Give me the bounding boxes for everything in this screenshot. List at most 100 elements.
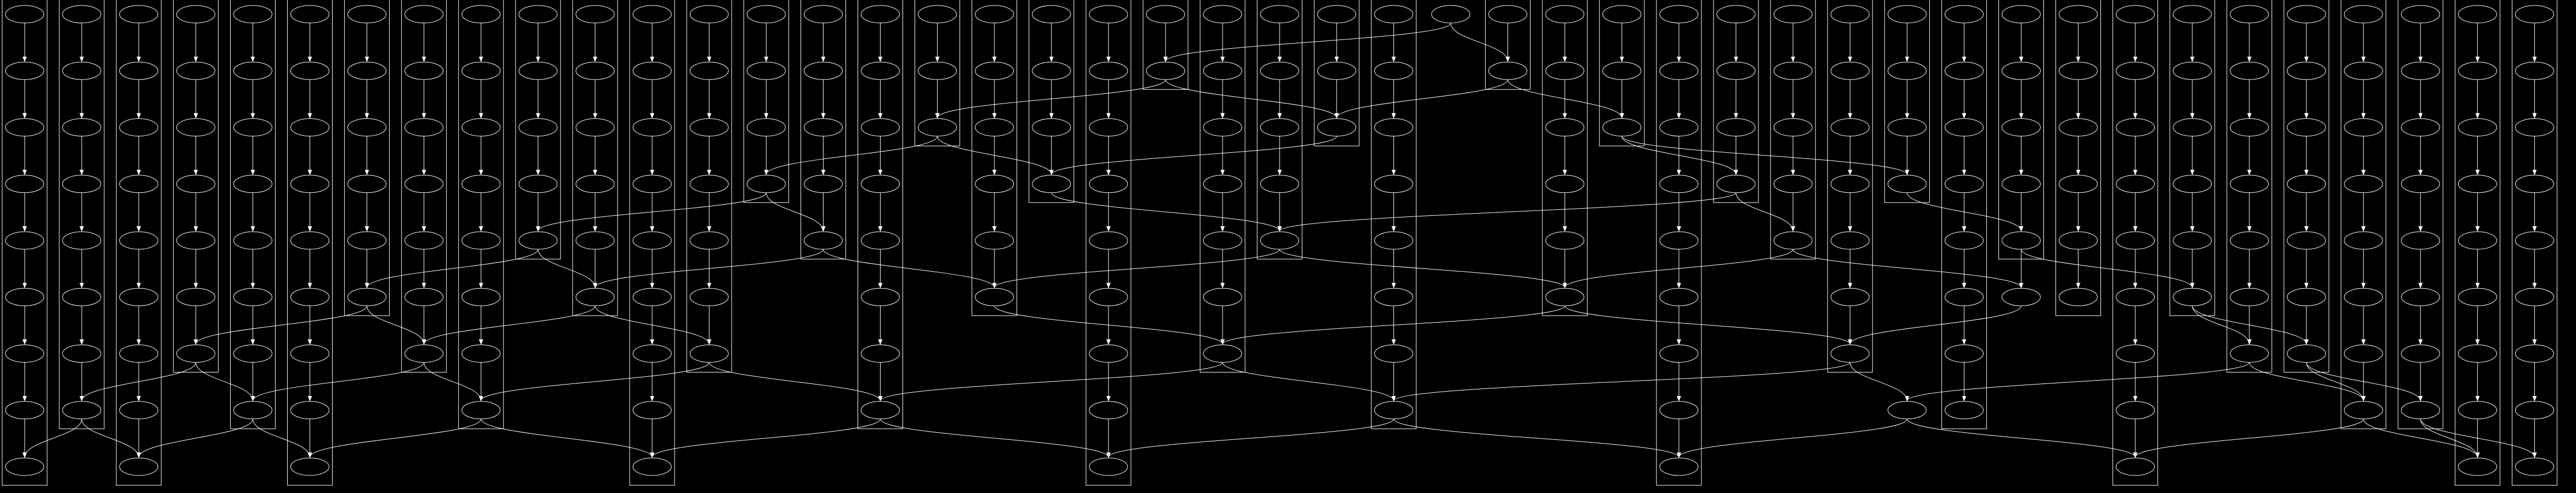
graph-node [1374, 345, 1413, 363]
graph-node [1545, 118, 1585, 136]
graph-node [689, 175, 729, 193]
graph-node [5, 175, 44, 193]
graph-edge [424, 362, 483, 402]
graph-edge [136, 419, 253, 458]
graph-node [2515, 175, 2554, 193]
graph-edge [1792, 249, 2024, 289]
graph-node [632, 231, 672, 250]
graph-node [632, 345, 672, 363]
cluster-box [2454, 0, 2500, 486]
graph-node [1602, 61, 1642, 80]
graph-node [176, 5, 215, 24]
graph-node [2002, 231, 2041, 250]
graph-node [2173, 118, 2212, 136]
graph-node [1659, 401, 1699, 420]
graph-node [461, 175, 501, 193]
cluster-box [1313, 0, 1360, 146]
graph-node [861, 175, 900, 193]
graph-node [1317, 118, 1356, 136]
cluster-box [800, 0, 846, 260]
graph-node [803, 61, 843, 80]
graph-node [632, 5, 672, 24]
graph-node [918, 61, 957, 80]
graph-node [347, 175, 387, 193]
graph-edge [2192, 306, 2309, 345]
graph-node [1089, 5, 1128, 24]
graph-node [861, 61, 900, 80]
graph-edge [478, 362, 710, 402]
graph-edge [1391, 362, 1850, 402]
edges-layer [22, 22, 2537, 458]
graph-node [1773, 5, 1813, 24]
graph-node [119, 345, 158, 363]
graph-node [2401, 231, 2440, 250]
graph-node [1887, 118, 1927, 136]
graph-node [1146, 5, 1185, 24]
graph-edge [994, 306, 1225, 345]
graph-node [2230, 231, 2269, 250]
graph-node [1203, 345, 1242, 363]
graph-edge [1906, 419, 2138, 458]
graph-node [1887, 401, 1927, 420]
graph-node [1488, 5, 1528, 24]
graph-node [1944, 175, 1984, 193]
graph-node [233, 288, 272, 306]
graph-node [1659, 231, 1699, 250]
cluster-box [972, 0, 1018, 316]
cluster-box [1143, 0, 1189, 90]
graph-node [404, 175, 444, 193]
graph-edge [307, 419, 482, 458]
graph-node [2230, 175, 2269, 193]
graph-node [1203, 118, 1242, 136]
graph-node [1089, 175, 1128, 193]
graph-edge [593, 249, 824, 289]
graph-node [404, 61, 444, 80]
graph-node [2458, 175, 2497, 193]
graph-node [861, 288, 900, 306]
graph-node [518, 231, 558, 250]
graph-edge [1849, 362, 1910, 402]
graph-edge [2363, 419, 2480, 458]
graph-node [1944, 401, 1984, 420]
graph-node [233, 345, 272, 363]
graph-edge [1277, 192, 1737, 232]
graph-edge [22, 419, 82, 458]
graph-edge [81, 419, 141, 458]
graph-node [2344, 288, 2383, 306]
graph-node [290, 401, 329, 420]
graph-edge [1677, 419, 1907, 458]
cluster-box [1599, 0, 1645, 146]
graph-node [1032, 61, 1071, 80]
graph-node [2344, 61, 2383, 80]
graph-node [2515, 401, 2554, 420]
graph-node [2059, 5, 2098, 24]
graph-node [1032, 175, 1071, 193]
graph-node [575, 118, 615, 136]
cluster-box [173, 0, 219, 372]
graph-node [1260, 231, 1299, 250]
graph-node [1602, 118, 1642, 136]
graph-node [2173, 61, 2212, 80]
graph-node [5, 401, 44, 420]
graph-node [975, 175, 1014, 193]
graph-node [2515, 231, 2554, 250]
graph-node [2515, 5, 2554, 24]
clusters-layer [2, 0, 2557, 486]
graph-node [347, 231, 387, 250]
graph-node [1374, 401, 1413, 420]
graph-node [290, 457, 329, 476]
graph-node [1089, 288, 1128, 306]
graph-edge [2420, 419, 2537, 458]
graph-node [2116, 175, 2155, 193]
graph-node [1716, 175, 1756, 193]
graph-node [1545, 61, 1585, 80]
graph-node [1317, 5, 1356, 24]
graph-edge [1163, 22, 1451, 62]
graph-node [404, 5, 444, 24]
graph-node [347, 288, 387, 306]
graph-node [2059, 61, 2098, 80]
graph-node [1830, 175, 1870, 193]
graph-node [1374, 5, 1413, 24]
graph-edge [1051, 192, 1282, 232]
graph-node [176, 231, 215, 250]
